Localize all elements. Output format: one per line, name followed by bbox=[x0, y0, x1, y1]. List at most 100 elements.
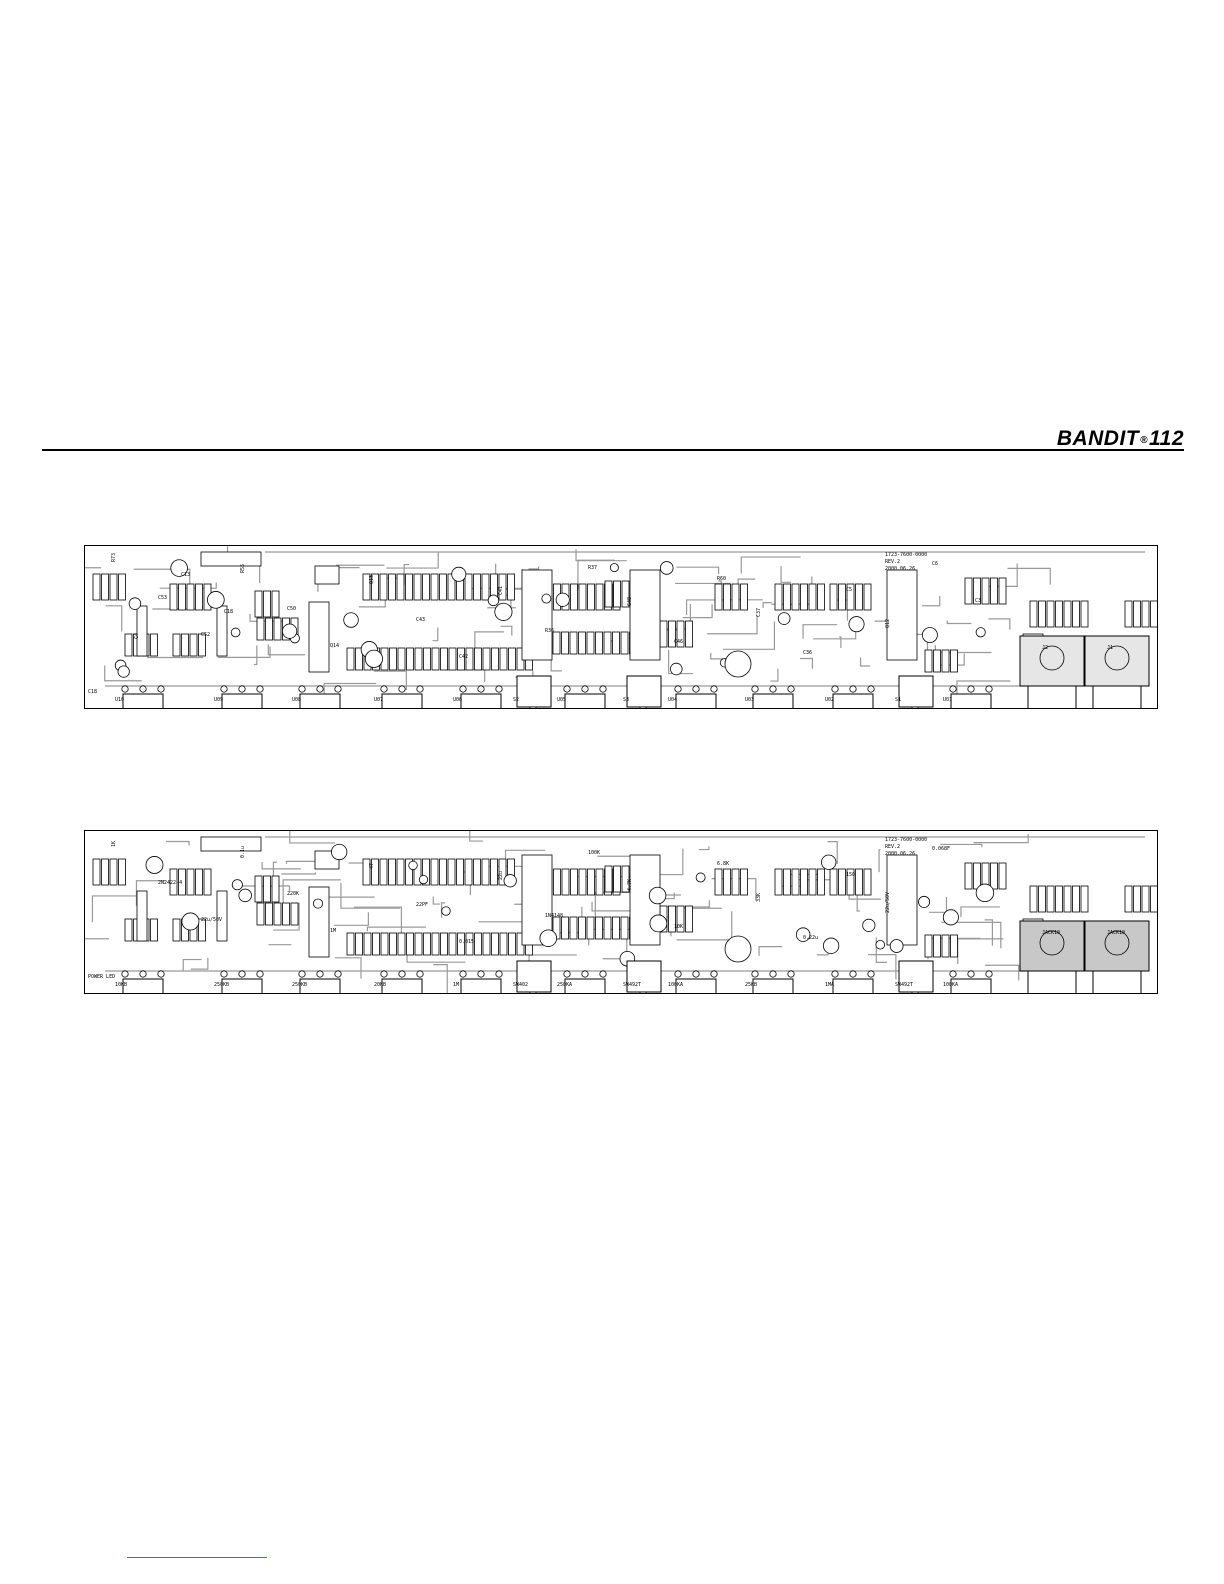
pcb-trace bbox=[500, 625, 513, 636]
component-resistor bbox=[498, 573, 507, 601]
component-resistor bbox=[464, 858, 473, 886]
component-capacitor bbox=[777, 612, 791, 625]
component-label: 0.22u bbox=[803, 935, 818, 941]
component-label: 1K bbox=[111, 841, 117, 847]
pot-pad bbox=[581, 685, 589, 693]
component-resistor bbox=[273, 617, 282, 641]
component-capacitor bbox=[331, 843, 348, 861]
pot-label: U06 bbox=[453, 697, 462, 703]
pot-label: U07 bbox=[374, 697, 383, 703]
pot-pad bbox=[563, 970, 571, 978]
component-resistor bbox=[774, 583, 783, 611]
component-resistor bbox=[553, 868, 561, 896]
pot-pad bbox=[769, 970, 777, 978]
component-resistor bbox=[578, 631, 586, 655]
component-label: 22u/50V bbox=[201, 917, 222, 923]
component-capacitor bbox=[670, 662, 683, 676]
component-capacitor bbox=[343, 612, 359, 628]
component-resistor bbox=[612, 631, 620, 655]
pot-label: 100KA bbox=[668, 982, 683, 988]
slide-switch bbox=[626, 675, 662, 708]
pcb-trace bbox=[698, 846, 710, 851]
pcb-trace bbox=[432, 627, 439, 642]
component-resistor bbox=[474, 932, 482, 956]
component-resistor bbox=[1029, 885, 1038, 913]
component-resistor bbox=[808, 583, 817, 611]
component-capacitor bbox=[503, 874, 517, 888]
pot-label: SW492T bbox=[623, 982, 641, 988]
component-resistor bbox=[924, 649, 933, 673]
component-capacitor bbox=[539, 929, 558, 947]
switch-lever bbox=[529, 991, 537, 993]
component-resistor bbox=[676, 905, 685, 933]
potentiometer-body bbox=[675, 978, 717, 993]
component-capacitor bbox=[181, 912, 200, 931]
pot-label: 1M bbox=[453, 982, 459, 988]
pot-label: 25KB bbox=[745, 982, 757, 988]
component-capacitor bbox=[822, 937, 840, 954]
pot-pad bbox=[967, 685, 975, 693]
pcb-trace bbox=[946, 620, 972, 625]
component-resistor bbox=[388, 573, 396, 601]
jack-right-body bbox=[1084, 635, 1150, 687]
component-resistor bbox=[569, 631, 578, 655]
pcb-trace bbox=[433, 964, 448, 993]
component-resistor bbox=[181, 633, 189, 657]
component-resistor bbox=[1063, 600, 1072, 628]
slide-switch bbox=[898, 675, 934, 708]
component-resistor bbox=[612, 916, 620, 940]
component-label: 10K bbox=[674, 924, 683, 930]
component-resistor bbox=[198, 918, 206, 942]
pcb-trace bbox=[957, 938, 1004, 964]
pot-pad bbox=[157, 685, 165, 693]
component-label: 1M bbox=[330, 928, 336, 934]
component-resistor bbox=[254, 875, 263, 903]
component-label: R60 bbox=[717, 576, 726, 582]
pot-pad bbox=[599, 970, 607, 978]
jack-left-hole bbox=[1039, 645, 1065, 671]
component-label: R37 bbox=[588, 565, 597, 571]
pot-pad bbox=[831, 685, 839, 693]
component-resistor bbox=[685, 905, 693, 933]
pcb-trace bbox=[780, 566, 792, 583]
component-resistor bbox=[587, 583, 595, 611]
pcb-trace bbox=[267, 644, 305, 656]
pot-pad bbox=[298, 685, 306, 693]
pot-pad bbox=[949, 685, 957, 693]
component-ic bbox=[136, 605, 148, 657]
component-resistor bbox=[481, 858, 490, 886]
component-resistor bbox=[973, 862, 981, 890]
component-label: C37 bbox=[756, 608, 762, 617]
component-resistor bbox=[263, 590, 271, 618]
pot-label: 20KB bbox=[374, 982, 386, 988]
component-label: 220K bbox=[287, 891, 299, 897]
component-resistor bbox=[169, 583, 178, 611]
footer-link-underline bbox=[127, 1557, 267, 1558]
pcb-trace bbox=[676, 566, 720, 574]
component-label: C41 bbox=[498, 586, 504, 595]
component-label: C42 bbox=[459, 654, 468, 660]
component-capacitor bbox=[724, 650, 752, 678]
component-resistor bbox=[1150, 885, 1157, 913]
slide-switch bbox=[516, 960, 552, 993]
potentiometer-body bbox=[564, 978, 606, 993]
pot-label: U04 bbox=[668, 697, 677, 703]
component-resistor bbox=[124, 633, 133, 657]
component-resistor bbox=[570, 868, 578, 896]
component-resistor bbox=[950, 934, 958, 958]
pot-pad bbox=[256, 970, 264, 978]
component-capacitor bbox=[408, 860, 418, 871]
pot-pad bbox=[751, 685, 759, 693]
component-resistor bbox=[973, 577, 981, 605]
component-resistor bbox=[491, 647, 499, 671]
component-resistor bbox=[1046, 885, 1055, 913]
pcb-trace bbox=[289, 831, 335, 844]
pot-pad bbox=[316, 685, 324, 693]
component-label: C50 bbox=[287, 606, 296, 612]
component-resistor bbox=[456, 858, 464, 886]
component-resistor bbox=[256, 617, 265, 641]
jack-label: JACK10 bbox=[1107, 930, 1125, 936]
component-label: 33K bbox=[756, 893, 762, 902]
component-resistor bbox=[620, 631, 629, 655]
pcb-trace bbox=[802, 624, 838, 639]
